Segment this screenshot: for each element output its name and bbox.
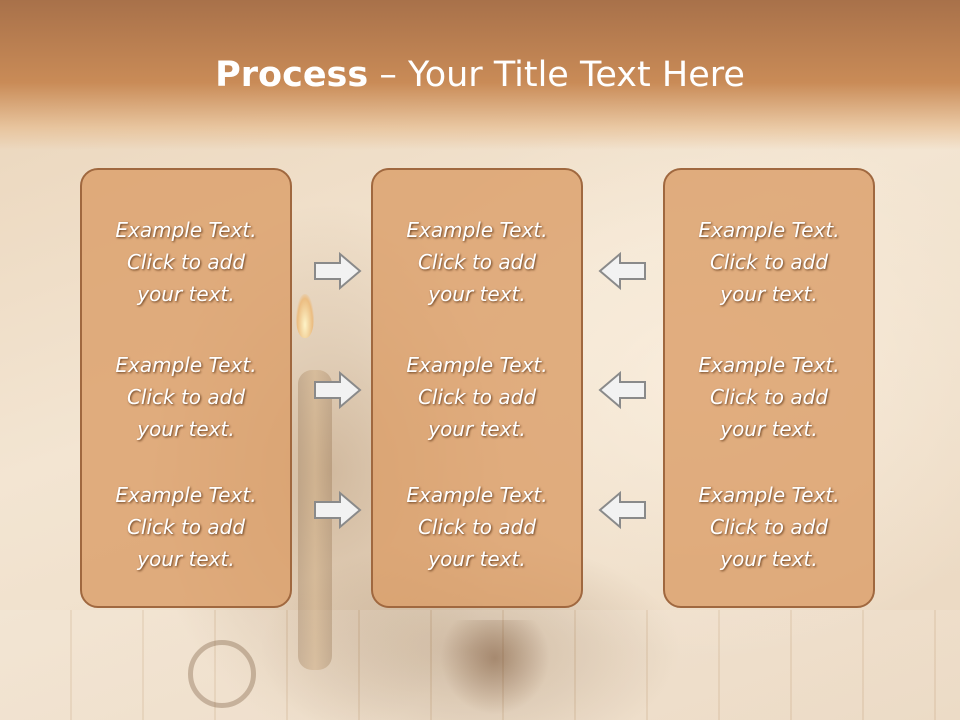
slide-title[interactable]: Process – Your Title Text Here [0, 52, 960, 98]
title-rest: Your Title Text Here [407, 55, 745, 95]
arrow-right-icon [314, 370, 362, 410]
text-line: Example Text. [698, 218, 840, 242]
text-placeholder[interactable]: Example Text. Click to add your text. [373, 479, 581, 575]
text-line: your text. [137, 417, 235, 441]
arrow-left-icon [598, 251, 646, 291]
text-line: Click to add [126, 385, 246, 409]
text-placeholder[interactable]: Example Text. Click to add your text. [373, 349, 581, 445]
background-table [0, 610, 960, 720]
text-line: your text. [428, 417, 526, 441]
title-dash: – [368, 55, 408, 95]
text-line: Click to add [709, 250, 829, 274]
arrow-left-icon [598, 370, 646, 410]
arrow-left-icon [598, 490, 646, 530]
process-box-right[interactable]: Example Text. Click to add your text. Ex… [663, 168, 875, 608]
text-placeholder[interactable]: Example Text. Click to add your text. [82, 349, 290, 445]
text-placeholder[interactable]: Example Text. Click to add your text. [665, 349, 873, 445]
text-placeholder[interactable]: Example Text. Click to add your text. [665, 479, 873, 575]
background-lamp [440, 620, 550, 715]
process-box-left[interactable]: Example Text. Click to add your text. Ex… [80, 168, 292, 608]
text-line: Click to add [417, 385, 537, 409]
text-placeholder[interactable]: Example Text. Click to add your text. [665, 214, 873, 310]
title-band [0, 0, 960, 150]
text-line: Click to add [709, 515, 829, 539]
text-line: Click to add [417, 515, 537, 539]
text-line: your text. [428, 547, 526, 571]
text-placeholder[interactable]: Example Text. Click to add your text. [82, 479, 290, 575]
text-line: Example Text. [115, 353, 257, 377]
text-placeholder[interactable]: Example Text. Click to add your text. [373, 214, 581, 310]
background-candlestick [298, 370, 332, 670]
background-candle-flame [296, 294, 314, 338]
title-bold: Process [215, 55, 369, 95]
arrow-right-icon [314, 251, 362, 291]
text-line: Example Text. [115, 218, 257, 242]
text-line: your text. [428, 282, 526, 306]
text-placeholder[interactable]: Example Text. Click to add your text. [82, 214, 290, 310]
text-line: Click to add [126, 515, 246, 539]
arrow-right-icon [314, 490, 362, 530]
text-line: your text. [720, 417, 818, 441]
text-line: your text. [720, 547, 818, 571]
text-line: Example Text. [406, 353, 548, 377]
text-line: Click to add [709, 385, 829, 409]
process-box-center[interactable]: Example Text. Click to add your text. Ex… [371, 168, 583, 608]
text-line: your text. [137, 282, 235, 306]
text-line: Example Text. [698, 483, 840, 507]
text-line: Example Text. [406, 218, 548, 242]
text-line: Example Text. [698, 353, 840, 377]
text-line: Example Text. [406, 483, 548, 507]
background-ring [188, 640, 256, 708]
text-line: Click to add [417, 250, 537, 274]
text-line: your text. [720, 282, 818, 306]
text-line: your text. [137, 547, 235, 571]
text-line: Example Text. [115, 483, 257, 507]
text-line: Click to add [126, 250, 246, 274]
